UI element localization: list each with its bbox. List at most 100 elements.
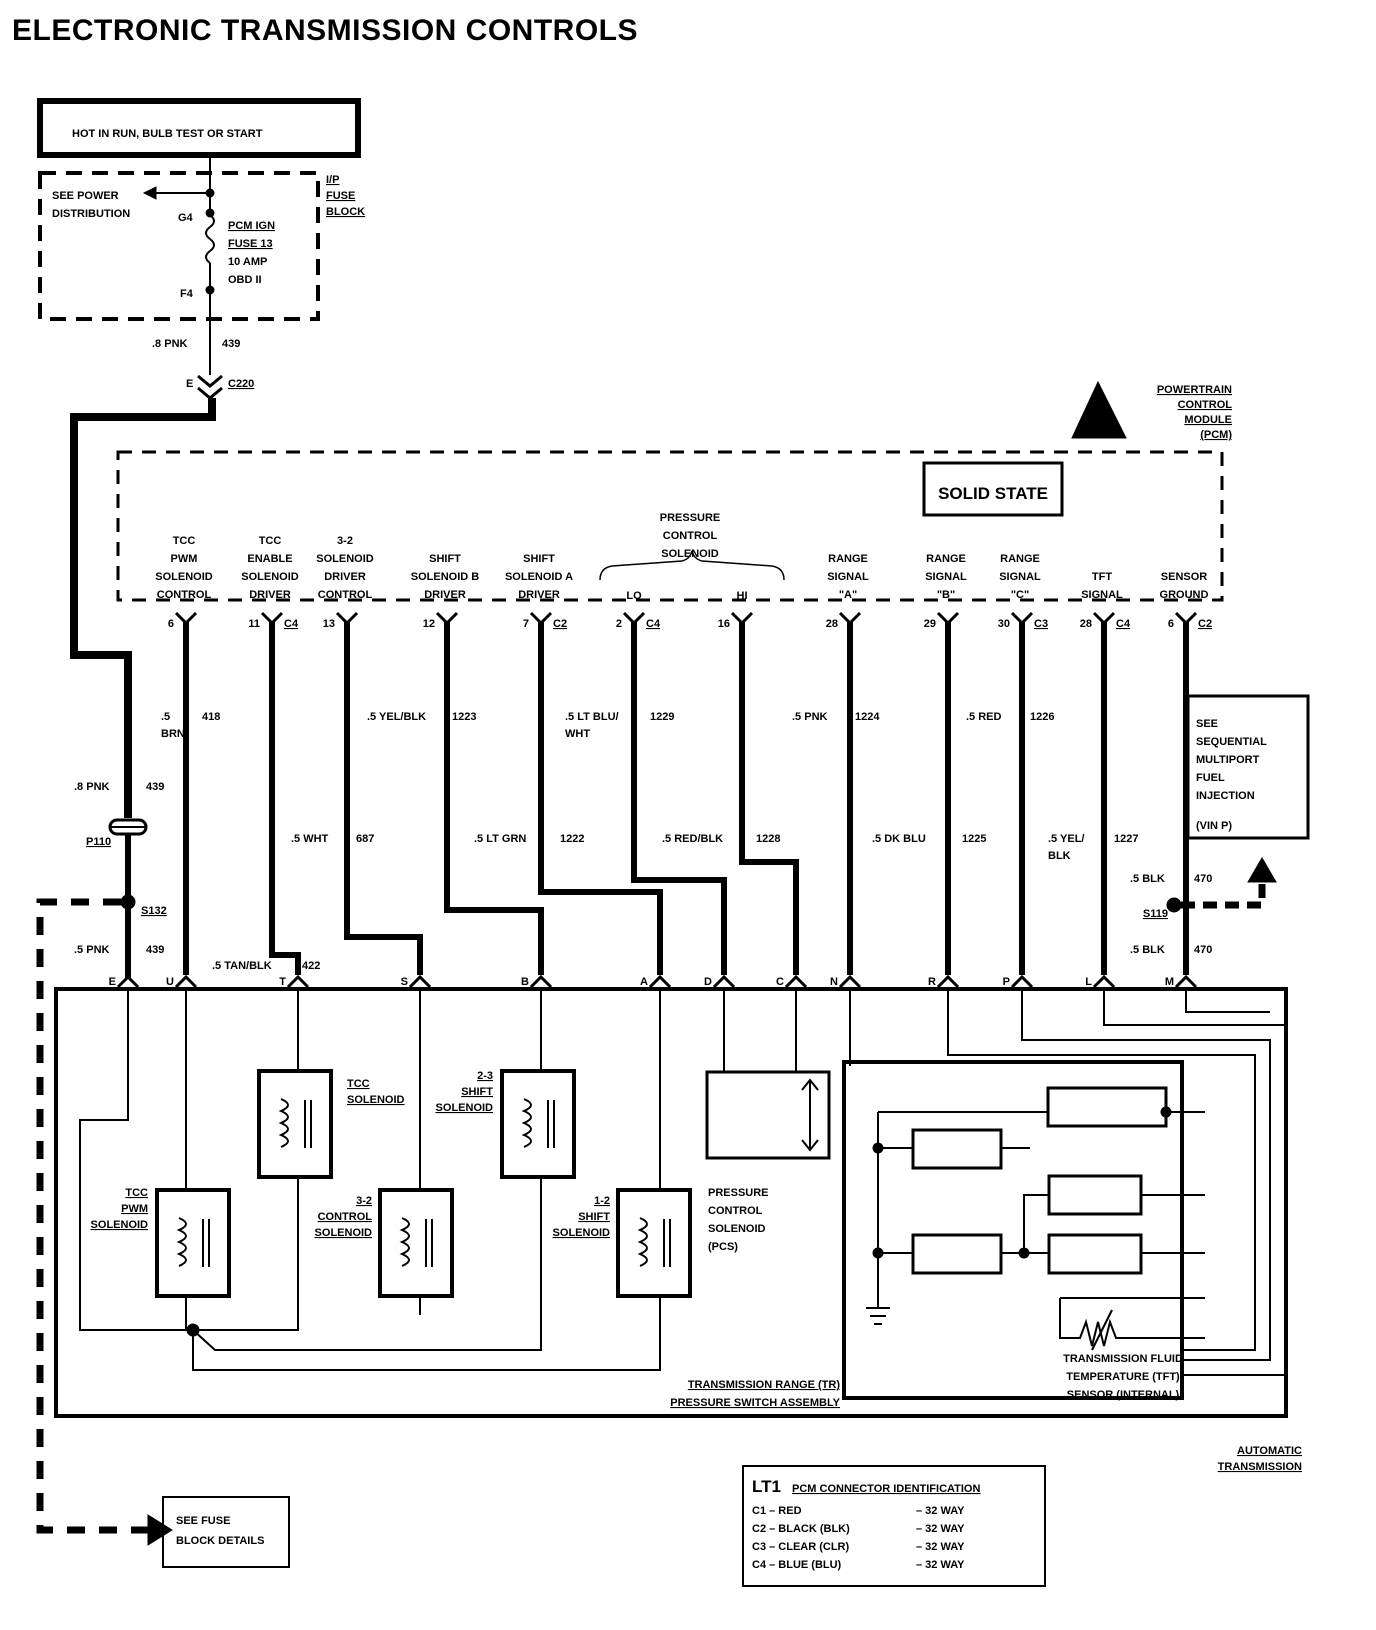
pcm-pin-11-number: 28 — [1080, 618, 1092, 630]
pcm-pin-11-label: SIGNAL — [1081, 589, 1123, 601]
legend-box — [742, 1465, 1046, 1587]
wire-circuit-label: 418 — [202, 711, 220, 723]
tr-bus-out — [947, 1003, 1271, 1361]
tr-node — [1160, 1106, 1172, 1118]
sfi-label: INJECTION — [1196, 790, 1255, 802]
pcm-pin-1-number: 6 — [168, 618, 174, 630]
trans-pin-U-label: U — [166, 976, 174, 988]
trans-pin-L-label: L — [1085, 976, 1092, 988]
pcm-pin-6-label: LO — [626, 590, 642, 602]
pcm-pin-7-terminal — [730, 611, 754, 626]
wire-color-label: .5 YEL/BLK — [367, 711, 426, 723]
tr-assembly-box — [842, 1060, 1184, 1400]
control-32-solenoid-core — [425, 1219, 433, 1267]
wire-circuit-label: 1227 — [1114, 833, 1138, 845]
pcm-pin-10-label: "C" — [1011, 589, 1029, 601]
tcc-pwm-solenoid — [155, 1188, 231, 1298]
shift-23-solenoid-core — [547, 1100, 555, 1148]
trans-pin-R-label: R — [928, 976, 936, 988]
pcm-pin-1-label: SOLENOID — [155, 571, 213, 583]
tr-bus-lm — [1103, 1003, 1286, 1376]
harness-wire-7 — [739, 622, 799, 975]
pcm-pin-12-label: SENSOR — [1161, 571, 1208, 583]
wire-color-label: .5 PNK — [74, 944, 110, 956]
legend-row-way: – 32 WAY — [916, 1505, 965, 1517]
pcm-pin-6-connector: C4 — [646, 618, 661, 630]
pcm-pin-10-label: RANGE — [1000, 553, 1040, 565]
esd-warning-icon — [1071, 380, 1127, 439]
wire-color-label: BLK — [1048, 850, 1071, 862]
pcm-pin-6-number: 2 — [616, 618, 622, 630]
pcm-pin-4-terminal — [435, 611, 459, 626]
trans-pin-M-label: M — [1165, 976, 1174, 988]
pcm-name: CONTROL — [1178, 399, 1233, 411]
trans-pin-S-label: S — [401, 976, 408, 988]
pcm-pin-5-label: SOLENOID A — [505, 571, 573, 583]
pcm-pin-5-number: 7 — [523, 618, 529, 630]
pcm-pin-4-label: SOLENOID B — [411, 571, 480, 583]
trans-pin-P-label: P — [1003, 976, 1010, 988]
pcs-header-label: SOLENOID — [661, 548, 719, 560]
pcm-pin-2-label: TCC — [259, 535, 282, 547]
wire-color-label: .5 WHT — [291, 833, 329, 845]
solid-state-box — [922, 461, 1064, 517]
trans-pin-D-label: D — [704, 976, 712, 988]
fuse-rating-label: 10 AMP — [228, 256, 267, 268]
trans-pin-R-terminal — [936, 974, 960, 989]
power-box-label: HOT IN RUN, BULB TEST OR START — [72, 128, 263, 140]
tft-arrow — [1091, 1309, 1113, 1351]
splice-s119 — [1166, 897, 1182, 913]
wire-circuit-label: 687 — [356, 833, 374, 845]
wire-439-color: .8 PNK — [152, 338, 188, 350]
shift-12-solenoid — [616, 1188, 692, 1298]
shift-12-label: SHIFT — [578, 1211, 610, 1223]
fuse-rating-label: PCM IGN — [228, 220, 275, 232]
trans-pin-N-label: N — [830, 976, 838, 988]
solid-state-label: SOLID STATE — [938, 484, 1048, 503]
pcm-pin-4-label: DRIVER — [424, 589, 466, 601]
pcm-pin-9-terminal — [936, 611, 960, 626]
pcm-name: POWERTRAIN — [1157, 384, 1232, 396]
shift-23-label: SOLENOID — [436, 1102, 494, 1114]
pcm-pin-9-label: RANGE — [926, 553, 966, 565]
pcs-header-label: PRESSURE — [660, 512, 721, 524]
tr-switch-5 — [1047, 1233, 1143, 1275]
wire-circuit-label: 1224 — [855, 711, 880, 723]
tr-switch-2 — [911, 1128, 1003, 1170]
pcs-solenoid — [705, 1070, 831, 1160]
wire-circuit-label: 1225 — [962, 833, 986, 845]
pcm-pin-11-label: TFT — [1092, 571, 1112, 583]
wire-color-label: .5 LT GRN — [474, 833, 526, 845]
pcm-pin-5-label: SHIFT — [523, 553, 555, 565]
tr-switch-4 — [911, 1233, 1003, 1275]
pcm-pin-2-connector: C4 — [284, 618, 299, 630]
trans-pin-P-terminal — [1010, 974, 1034, 989]
tr-node — [1018, 1247, 1030, 1259]
legend-row: C4 – BLUE (BLU) — [752, 1559, 842, 1571]
control-32-label: SOLENOID — [315, 1227, 373, 1239]
pcm-pin-6-terminal — [622, 611, 646, 626]
c220-pin: E — [186, 378, 193, 390]
splice-s132 — [120, 894, 136, 910]
pcm-pin-3-number: 13 — [323, 618, 335, 630]
sfi-label: MULTIPORT — [1196, 754, 1260, 766]
pcm-pin-5-label: DRIVER — [518, 589, 560, 601]
p110-label: P110 — [86, 836, 111, 848]
pcm-pin-9-label: SIGNAL — [925, 571, 967, 583]
tcc-solenoid-core — [304, 1100, 312, 1148]
wire-color-label: BRN — [161, 728, 185, 740]
shift-12-solenoid-coil — [637, 1217, 648, 1267]
tcc-solenoid — [257, 1069, 333, 1179]
shift-12-label: SOLENOID — [553, 1227, 611, 1239]
pcm-pin-8-number: 28 — [826, 618, 838, 630]
tcc-pwm-solenoid-core — [202, 1219, 210, 1267]
legend-row-way: – 32 WAY — [916, 1541, 965, 1553]
pcm-pin-8-label: RANGE — [828, 553, 868, 565]
wire-color-label: .5 YEL/ — [1048, 833, 1084, 845]
pcm-pin-12-label: GROUND — [1160, 589, 1209, 601]
wire-circuit-label: 470 — [1194, 944, 1212, 956]
wire-circuit-label: 1223 — [452, 711, 476, 723]
sfi-label: FUEL — [1196, 772, 1225, 784]
pcm-pin-8-label: SIGNAL — [827, 571, 869, 583]
tft-sensor-label: SENSOR (INTERNAL) — [1067, 1389, 1180, 1401]
